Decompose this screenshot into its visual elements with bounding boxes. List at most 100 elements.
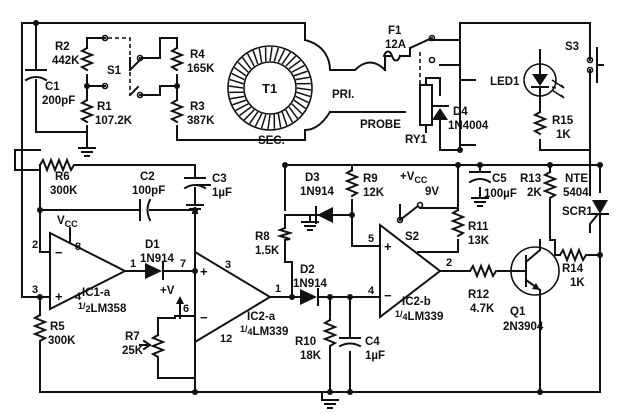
- f1-ref: F1: [388, 25, 402, 37]
- ic1a-frac-den: 2: [86, 304, 91, 314]
- toroid-winding-tick: [254, 113, 263, 127]
- r1-ref: R1: [97, 101, 112, 113]
- pin-ic1a-out: 1: [130, 258, 136, 270]
- switch-s3: [586, 47, 604, 83]
- ic2b-ref: IC2-b: [402, 296, 431, 308]
- resistor-r4: [169, 46, 185, 72]
- pin-ic2b-minus: 4: [368, 285, 375, 297]
- sign-ic2a-minus: −: [200, 310, 208, 325]
- ic1a-part: 1/2LM358: [78, 301, 127, 315]
- r6-value: 300K: [50, 185, 78, 197]
- capacitor-c2: [139, 198, 161, 222]
- r13-value: 2K: [527, 187, 542, 199]
- toroid-winding-tick: [237, 61, 249, 73]
- scr-scr1: [589, 200, 609, 233]
- toroid-winding-tick: [296, 87, 312, 91]
- transformer-t1: [227, 38, 332, 132]
- r12-value: 4.7K: [470, 303, 495, 315]
- s1-ref: S1: [107, 65, 122, 77]
- r12-ref: R12: [468, 289, 489, 301]
- toroid-winding-tick: [267, 114, 271, 130]
- pin-ic2a-minus: 6: [183, 303, 189, 315]
- resistor-r6: [38, 157, 81, 173]
- fuse-f1: [382, 50, 402, 71]
- vcc2-label: +VCC: [400, 171, 428, 185]
- ic2a-frac-slash: /: [245, 324, 248, 334]
- d4-value: 1N4004: [448, 120, 489, 132]
- ground-symbols: [78, 147, 339, 409]
- c1-value: 200pF: [42, 95, 75, 107]
- opamp-ic2b: [379, 222, 459, 320]
- ic2b-frac-slash: /: [400, 309, 403, 319]
- toroid-winding-tick: [291, 103, 303, 115]
- toroid-winding-tick: [291, 64, 305, 73]
- toroid-winding-tick: [232, 99, 247, 106]
- d1-value: 1N914: [140, 253, 174, 265]
- led-led1: [523, 61, 565, 101]
- r3-value: 387K: [187, 115, 215, 127]
- resistor-r12: [468, 263, 498, 279]
- diode-d1: [145, 262, 164, 280]
- capacitor-c3: [183, 177, 207, 214]
- r14-value: 1K: [570, 277, 585, 289]
- ry1-ref: RY1: [405, 134, 428, 146]
- vcc1-label: VCC: [57, 215, 78, 229]
- ic2a-frac-den: 4: [248, 327, 253, 337]
- ic2a-ref: IC2-a: [247, 311, 276, 323]
- toroid-winding-tick: [234, 66, 247, 77]
- c1-ref: C1: [45, 81, 60, 93]
- t1-pri: PRI.: [332, 89, 354, 101]
- toroid-winding-tick: [241, 57, 252, 70]
- ic1a-ref: IC1-a: [82, 287, 111, 299]
- vcc2-v: +V: [400, 171, 415, 183]
- toroid-winding-tick: [281, 52, 292, 65]
- probe-label: PROBE: [360, 119, 401, 131]
- toroid-winding-tick: [293, 70, 308, 77]
- vcc2-value: 9V: [425, 186, 439, 198]
- c3-value: 1µF: [212, 187, 232, 199]
- toroid-winding-tick: [288, 59, 301, 70]
- opamp-ic2a: [194, 250, 272, 344]
- pin-ic2a-gnd: 12: [220, 333, 232, 345]
- pin-ic2a-plus: 7: [180, 258, 186, 270]
- c5-value: 100µF: [484, 188, 517, 200]
- d3-value: 1N914: [300, 186, 334, 198]
- sign-ic1a-minus: −: [55, 245, 63, 260]
- toroid-winding-tick: [231, 72, 245, 81]
- toroid-winding-tick: [285, 109, 294, 123]
- s3-ref: S3: [565, 41, 579, 53]
- r1-value: 107.2K: [95, 115, 133, 127]
- s2-ref: S2: [405, 231, 419, 243]
- toroid-winding-tick: [295, 76, 310, 81]
- sign-ic2b-minus: −: [384, 288, 392, 303]
- scr1-ref: SCR1: [562, 206, 593, 218]
- labels: R2 442K C1 200pF R1 107.2K S1 R4 165K R3…: [42, 25, 593, 362]
- d2-value: 1N914: [293, 278, 327, 290]
- pin-ic2b-plus: 5: [368, 233, 374, 245]
- sign-ic1a-plus: +: [55, 289, 63, 304]
- sign-ic2a-plus: +: [200, 264, 208, 279]
- r8-ref: R8: [255, 231, 270, 243]
- pin-ic2a-out: 1: [275, 283, 281, 295]
- junction-dots: [33, 20, 603, 395]
- r5-value: 300K: [48, 335, 76, 347]
- ic2a-part: 1/4LM339: [240, 324, 288, 338]
- d1-ref: D1: [145, 239, 160, 251]
- resistor-r11: [450, 208, 466, 238]
- c5-ref: C5: [492, 173, 507, 185]
- r11-ref: R11: [468, 221, 489, 233]
- toroid-winding-tick: [230, 95, 245, 100]
- t1-ref: T1: [262, 81, 277, 96]
- r15-value: 1K: [556, 129, 571, 141]
- ic2a-frac-num: 1: [240, 324, 245, 334]
- vcc2-sub: CC: [414, 175, 427, 185]
- r15-ref: R15: [552, 115, 574, 127]
- pin-ic1a-plus: 3: [32, 284, 38, 296]
- resistor-r15: [532, 110, 548, 136]
- pin-ic2a-vcc: 3: [225, 259, 231, 271]
- toroid-winding-tick: [296, 91, 311, 98]
- diode-d3: [315, 206, 333, 224]
- ic2b-frac-num: 1: [395, 309, 400, 319]
- c2-ref: C2: [140, 171, 155, 183]
- led1-ref: LED1: [490, 76, 520, 88]
